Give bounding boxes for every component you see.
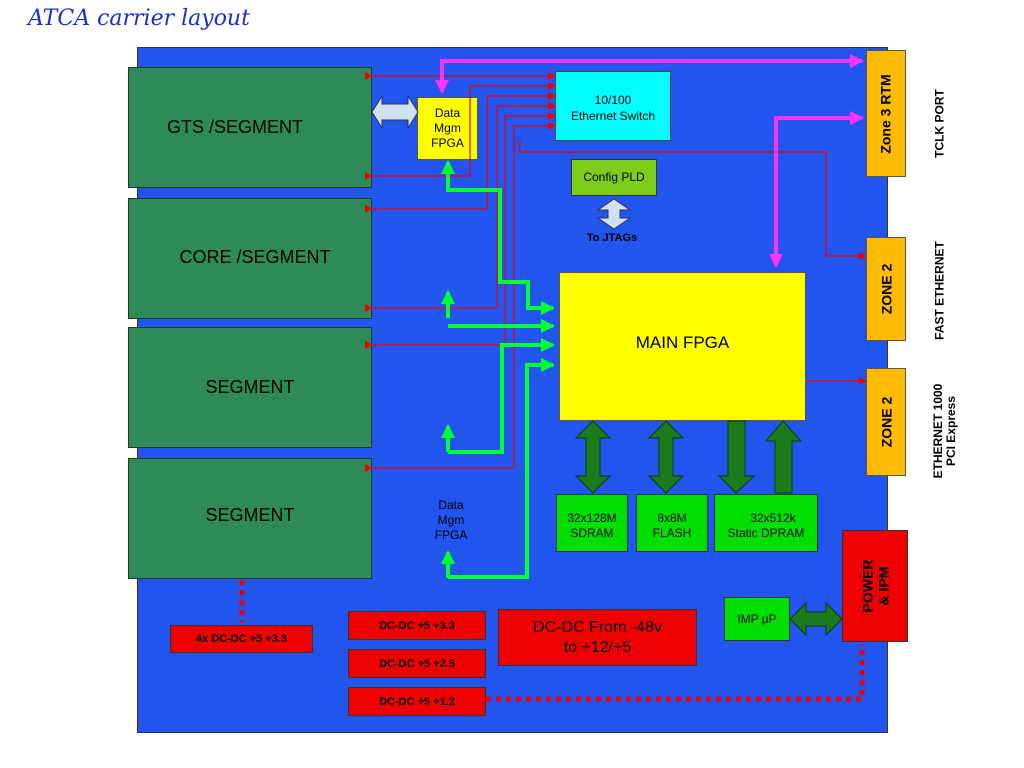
config-pld-label: Config PLD xyxy=(583,170,645,184)
sdram-line1: 32x128M xyxy=(567,511,617,525)
dmf-top-line1: Data xyxy=(434,106,461,120)
segment-4[interactable]: SEGMENT xyxy=(128,458,372,579)
segment-3[interactable]: SEGMENT xyxy=(128,327,372,448)
zone3-rtm-label: Zone 3 RTM xyxy=(878,73,894,154)
flash-line2: FLASH xyxy=(652,526,692,540)
to-jtags-label: To JTAGs xyxy=(586,232,638,244)
imp-microprocessor[interactable]: IMP µP xyxy=(724,597,790,641)
dmf-bot-line3: FPGA xyxy=(434,528,468,542)
flash-line1: 8x8M xyxy=(657,511,687,525)
zone2-lower-label: ZONE 2 xyxy=(878,396,895,448)
zone3-rtm[interactable]: Zone 3 RTM xyxy=(866,50,906,177)
dpram-line1: 32x512k xyxy=(750,511,796,525)
dmf-bot-line1: Data xyxy=(438,498,464,512)
dmf-top-line3: FPGA xyxy=(431,136,464,150)
dcdc-3v3[interactable]: DC-DC +5 +3.3 xyxy=(348,611,486,640)
tclk-port-label: TCLK PORT xyxy=(932,89,947,158)
eth1000-label: ETHERNET 1000 PCI Express xyxy=(931,371,958,491)
eth1000-line2: PCI Express xyxy=(944,395,958,467)
flash-block[interactable]: 8x8M FLASH xyxy=(636,494,708,552)
imp-label: IMP µP xyxy=(737,611,777,626)
power-line1: POWER xyxy=(858,559,875,613)
dpram-block[interactable]: 32x512k Static DPRAM xyxy=(714,494,818,552)
segment-gts[interactable]: GTS /SEGMENT xyxy=(128,67,372,188)
ethernet-switch-line2: Ethernet Switch xyxy=(570,109,656,123)
power-ipm[interactable]: POWER & IPM xyxy=(842,530,908,642)
dcdc-main-line2: to +12/+5 xyxy=(563,638,632,656)
dcdc-2v5-label: DC-DC +5 +2.5 xyxy=(379,657,455,670)
fast-ethernet-label: FAST ETHERNET xyxy=(932,241,947,340)
ethernet-switch-line1: 10/100 xyxy=(594,93,632,107)
data-mgm-fpga-top[interactable]: Data Mgm FPGA xyxy=(417,97,478,160)
dcdc-1v2[interactable]: DC-DC +5 +1.2 xyxy=(348,687,486,716)
dcdc-quad[interactable]: 4x DC-DC +5 +3.3 xyxy=(170,625,313,653)
dmf-bot-line2: Mgm xyxy=(437,513,465,527)
dpram-line2: Static DPRAM xyxy=(727,526,805,540)
power-line2: & IPM xyxy=(874,566,891,606)
main-fpga-label: MAIN FPGA xyxy=(635,333,730,352)
segment-3-label: SEGMENT xyxy=(205,377,295,397)
dcdc-quad-label: 4x DC-DC +5 +3.3 xyxy=(195,633,288,645)
dcdc-2v5[interactable]: DC-DC +5 +2.5 xyxy=(348,649,486,678)
page-title: ATCA carrier layout xyxy=(28,6,250,31)
zone2-upper[interactable]: ZONE 2 xyxy=(866,237,906,341)
segment-gts-label: GTS /SEGMENT xyxy=(166,117,303,137)
zone2-upper-label: ZONE 2 xyxy=(878,263,895,315)
sdram-block[interactable]: 32x128M SDRAM xyxy=(556,494,628,552)
segment-core-label: CORE /SEGMENT xyxy=(179,247,331,267)
dcdc-3v3-label: DC-DC +5 +3.3 xyxy=(379,619,455,632)
dmf-top-line2: Mgm xyxy=(434,121,461,135)
zone2-lower[interactable]: ZONE 2 xyxy=(866,368,906,476)
main-fpga[interactable]: MAIN FPGA xyxy=(559,272,806,421)
dcdc-1v2-label: DC-DC +5 +1.2 xyxy=(379,695,455,708)
segment-core[interactable]: CORE /SEGMENT xyxy=(128,198,372,319)
ethernet-switch[interactable]: 10/100 Ethernet Switch xyxy=(555,71,671,141)
data-mgm-fpga-bottom[interactable]: Data Mgm FPGA xyxy=(423,498,479,543)
config-pld[interactable]: Config PLD xyxy=(571,159,657,196)
dcdc-main-line1: DC-DC From -48v xyxy=(533,618,662,636)
dcdc-main[interactable]: DC-DC From -48v to +12/+5 xyxy=(498,609,697,666)
segment-4-label: SEGMENT xyxy=(205,505,295,525)
sdram-line2: SDRAM xyxy=(570,526,614,540)
